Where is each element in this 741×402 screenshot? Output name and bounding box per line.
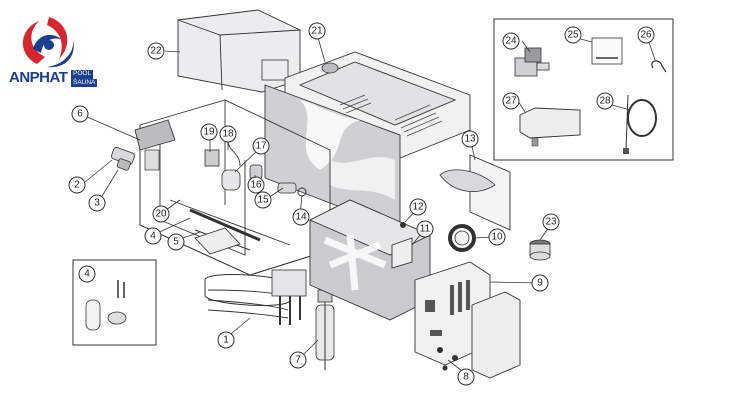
part-cap xyxy=(529,239,551,261)
anphat-logo: ANPHAT POOL & SAUNA xyxy=(7,9,98,99)
callout-22: 22 xyxy=(147,42,165,60)
callout-13: 13 xyxy=(461,130,479,148)
callout-27: 27 xyxy=(502,92,520,110)
part-top-lid xyxy=(284,51,471,161)
part-plate xyxy=(134,119,176,151)
callout-15: 15 xyxy=(254,191,272,209)
callout-9: 9 xyxy=(531,274,549,292)
callout-3: 3 xyxy=(88,194,106,212)
svg-text:27: 27 xyxy=(505,96,517,107)
part-control-board xyxy=(414,261,521,379)
svg-text:2: 2 xyxy=(74,180,80,191)
callout-26: 26 xyxy=(637,26,655,44)
logo-mark-icon xyxy=(7,9,93,71)
part-level-sensor xyxy=(315,289,335,370)
part-clip xyxy=(651,60,667,73)
part-label-plate xyxy=(591,37,623,65)
svg-text:10: 10 xyxy=(491,232,503,243)
brand-name: ANPHAT xyxy=(9,69,68,86)
callout-24: 24 xyxy=(502,32,520,50)
callout-14: 14 xyxy=(292,208,310,226)
svg-text:23: 23 xyxy=(545,217,557,228)
svg-text:26: 26 xyxy=(640,30,652,41)
svg-text:11: 11 xyxy=(420,224,431,235)
part-relay-box xyxy=(519,107,581,147)
callout-20: 20 xyxy=(152,205,170,223)
callout-23: 23 xyxy=(542,213,560,231)
callout-17: 17 xyxy=(252,137,270,155)
brand-sub-bottom: SAUNA xyxy=(71,79,98,87)
part-top-cover xyxy=(177,9,301,93)
svg-text:21: 21 xyxy=(311,26,323,37)
svg-text:19: 19 xyxy=(203,127,215,138)
svg-text:12: 12 xyxy=(412,202,424,213)
svg-text:14: 14 xyxy=(295,212,307,223)
svg-text:20: 20 xyxy=(155,209,167,220)
svg-text:15: 15 xyxy=(257,195,269,206)
svg-text:7: 7 xyxy=(295,355,301,366)
callout-8: 8 xyxy=(457,368,475,386)
svg-text:9: 9 xyxy=(537,278,543,289)
callout-28: 28 xyxy=(596,92,614,110)
callout-7: 7 xyxy=(289,351,307,369)
svg-text:18: 18 xyxy=(222,129,234,140)
callout-18: 18 xyxy=(219,125,237,143)
svg-text:1: 1 xyxy=(223,335,229,346)
svg-text:16: 16 xyxy=(250,180,262,191)
svg-text:4: 4 xyxy=(150,231,156,242)
svg-text:5: 5 xyxy=(173,237,179,248)
part-sensor-probes xyxy=(85,280,127,331)
accessories-inset xyxy=(493,18,674,161)
callout-10: 10 xyxy=(488,228,506,246)
callout-16: 16 xyxy=(247,176,265,194)
svg-text:13: 13 xyxy=(464,134,476,145)
part-valves xyxy=(204,139,307,197)
svg-text:4: 4 xyxy=(84,269,90,280)
callout-inset-4: 4 xyxy=(78,265,96,283)
svg-text:28: 28 xyxy=(599,96,611,107)
svg-text:3: 3 xyxy=(94,198,100,209)
callout-21: 21 xyxy=(308,22,326,40)
part-heating-element xyxy=(204,269,307,325)
part-solenoid-valve xyxy=(514,47,550,77)
svg-text:24: 24 xyxy=(505,36,517,47)
svg-text:17: 17 xyxy=(255,141,267,152)
svg-text:22: 22 xyxy=(150,46,162,57)
callout-11: 11 xyxy=(416,220,434,238)
callout-2: 2 xyxy=(68,176,86,194)
part-water-tank xyxy=(308,199,432,321)
part-front-panel xyxy=(264,84,401,231)
svg-text:6: 6 xyxy=(77,109,83,120)
part-inlet-fitting xyxy=(111,147,135,171)
part-cable-coil xyxy=(623,94,657,154)
parts-inset-small xyxy=(72,259,157,346)
part-ring xyxy=(448,224,476,252)
part-rods xyxy=(189,208,261,255)
callout-6: 6 xyxy=(71,105,89,123)
part-small-fittings xyxy=(391,222,413,269)
callout-25: 25 xyxy=(564,26,582,44)
callout-5: 5 xyxy=(167,233,185,251)
svg-text:8: 8 xyxy=(463,372,469,383)
part-side-panel xyxy=(439,154,511,231)
svg-text:25: 25 xyxy=(567,30,579,41)
callout-4: 4 xyxy=(144,227,162,245)
callout-12: 12 xyxy=(409,198,427,216)
callout-1: 1 xyxy=(217,331,235,349)
callout-19: 19 xyxy=(200,123,218,141)
